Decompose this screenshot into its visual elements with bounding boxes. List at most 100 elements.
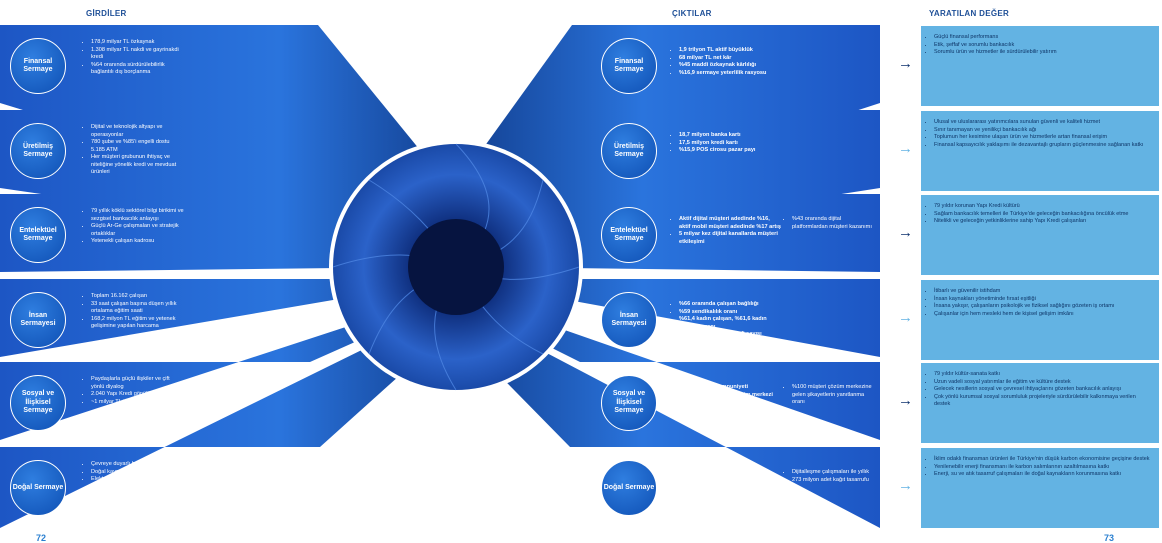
input-item: İklim risklerinin kredi risklerine enteg… — [91, 499, 184, 514]
input-capital-badge: Doğal Sermaye — [10, 460, 66, 516]
output-capital-badge: Üretilmiş Sermaye — [601, 123, 657, 179]
outputs-header: ÇIKTILAR — [672, 9, 712, 18]
value-item: Finansal kapsayıcılık yaklaşımı ile deza… — [934, 142, 1153, 150]
output-capital-badge: İnsan Sermayesi — [601, 292, 657, 348]
input-item: 168,2 milyon TL eğitim ve yetenek gelişi… — [91, 316, 184, 331]
value-item: Nitelikli ve geleceğin yetkinliklerine s… — [934, 218, 1153, 226]
output-item: %43 oranında dijital platformlardan müşt… — [792, 216, 875, 231]
value-item: İtibarlı ve güvenilir istihdam — [934, 288, 1153, 296]
input-capital-badge: Entelektüel Sermaye — [10, 207, 66, 263]
value-items: Güçlü finansal performansEtik, şeffaf ve… — [927, 34, 1153, 57]
input-list: Dijital ve teknolojik altyapı ve operasy… — [84, 124, 184, 177]
value-item: Gelecek nesillerin sosyal ve çevresel ih… — [934, 386, 1153, 394]
output-items-secondary: Dijitalleşme çalışmaları ile yıllık 273 … — [785, 469, 875, 484]
output-item: 1,9 trilyon TL aktif büyüklük — [679, 47, 787, 55]
output-items: 1,9 trilyon TL aktif büyüklük68 milyar T… — [672, 47, 787, 77]
output-list: 18,7 milyon banka kartı17,5 milyon kredi… — [672, 132, 787, 155]
capital-row: Sosyal ve İlişkisel Sermaye Paydaşlarla g… — [0, 362, 1162, 444]
value-items: İklim odaklı finansman ürünleri ile Türk… — [927, 456, 1153, 479]
value-item: Sorumlu ürün ve hizmetler ile sürdürüleb… — [934, 49, 1153, 57]
output-list: %85 müşteri memnuniyeti108 milyon müşter… — [672, 384, 782, 407]
input-capital-badge: Üretilmiş Sermaye — [10, 123, 66, 179]
value-items: Ulusal ve uluslararası yatırımcılara sun… — [927, 119, 1153, 149]
value-header: YARATILAN DEĞER — [929, 9, 1010, 18]
output-capital-badge: Sosyal ve İlişkisel Sermaye — [601, 375, 657, 431]
output-item: 18,7 milyon banka kartı — [679, 132, 787, 140]
page-number-left: 72 — [36, 533, 47, 543]
iris-center — [408, 219, 504, 315]
capital-row: Entelektüel Sermaye 79 yıllık köklü sektö… — [0, 194, 1162, 276]
input-items: Çevreye duyarlı bankacılık anlayışıDoğal… — [84, 461, 184, 514]
input-item: Her müşteri grubunun ihtiyaç ve niteliği… — [91, 154, 184, 177]
value-item: Çalışanlar için hem mesleki hem de kişis… — [934, 311, 1153, 319]
value-item: Sağlam bankacılık temelleri ile Türkiye'… — [934, 211, 1153, 219]
value-items: 79 yıldır kültür-sanata katkıUzun vadeli… — [927, 371, 1153, 409]
output-items: 18,7 milyon banka kartı17,5 milyon kredi… — [672, 132, 787, 155]
input-list: 178,9 milyar TL özkaynak1.308 milyar TL … — [84, 39, 184, 77]
input-item: Yetenekli çalışan kadrosu — [91, 238, 184, 246]
input-item: Doğal kaynakların etkin kullanımı — [91, 469, 184, 477]
output-list-secondary: %43 oranında dijital platformlardan müşt… — [785, 216, 875, 231]
inputs-header: GİRDİLER — [86, 9, 127, 18]
input-items: 79 yıllık köklü sektörel bilgi birikimi … — [84, 208, 184, 246]
input-items: 178,9 milyar TL özkaynak1.308 milyar TL … — [84, 39, 184, 77]
input-item: 79 yıllık köklü sektörel bilgi birikimi … — [91, 208, 184, 223]
input-list: Çevreye duyarlı bankacılık anlayışıDoğal… — [84, 461, 184, 514]
output-capital-badge: Finansal Sermaye — [601, 38, 657, 94]
input-item: Elektrik ihtiyacının %100'ünün yenileneb… — [91, 476, 184, 499]
input-capital-badge: İnsan Sermayesi — [10, 292, 66, 348]
value-item: Enerji, su ve atık tasarruf çalışmaları … — [934, 471, 1153, 479]
input-item: %64 oranında sürdürülebilirlik bağlantıl… — [91, 62, 184, 77]
output-item: %100 müşteri çözüm merkezine gelen şikay… — [792, 384, 875, 407]
input-list: Toplam 16.162 çalışan33 saat çalışan baş… — [84, 293, 184, 331]
input-item: Toplam 16.162 çalışan — [91, 293, 184, 301]
value-box: 79 yıldır kültür-sanata katkıUzun vadeli… — [921, 363, 1159, 443]
output-item: 2.940 banka içi yıllık terfi sayısı — [679, 331, 787, 339]
output-item: Aktif dijital müşteri adedinde %16, akti… — [679, 216, 782, 231]
output-list: Aktif dijital müşteri adedinde %16, akti… — [672, 216, 782, 246]
value-item: Toplumun her kesimine ulaşan ürün ve hiz… — [934, 134, 1153, 142]
output-list: %66 oranında çalışan bağlılığı%59 sendik… — [672, 301, 787, 339]
value-items: 79 yıldır korunan Yapı Kredi kültürüSağl… — [927, 203, 1153, 226]
input-items: Dijital ve teknolojik altyapı ve operasy… — [84, 124, 184, 177]
input-item: 2.040 Yapı Kredi gönüllüsü — [91, 391, 184, 399]
value-box: Güçlü finansal performansEtik, şeffaf ve… — [921, 26, 1159, 106]
output-item: 17,5 milyon kredi kartı — [679, 140, 787, 148]
output-item: 5 milyar kez dijital kanallarda müşteri … — [679, 231, 782, 246]
arrow-icon: → — [898, 55, 913, 72]
input-items: Toplam 16.162 çalışan33 saat çalışan baş… — [84, 293, 184, 331]
input-item: 178,9 milyar TL özkaynak — [91, 39, 184, 47]
output-capital-badge: Entelektüel Sermaye — [601, 207, 657, 263]
output-item: %59 sendikalılık oranı — [679, 309, 787, 317]
input-item: ~1 milyar TL toplumsal yatırım — [91, 399, 184, 407]
value-box: 79 yıldır korunan Yapı Kredi kültürüSağl… — [921, 195, 1159, 275]
output-item: 1,7 milyon ton CO₂e yenilenebilir enerji… — [679, 477, 782, 500]
input-item: Paydaşlarla güçlü ilişkiler ve çift yönl… — [91, 376, 184, 391]
output-list: 1,9 trilyon TL aktif büyüklük68 milyar T… — [672, 47, 787, 77]
arrow-icon: → — [898, 309, 913, 326]
value-item: Sınır tanımayan ve yenilikçi bankacılık … — [934, 127, 1153, 135]
value-item: 79 yıldır korunan Yapı Kredi kültürü — [934, 203, 1153, 211]
output-items: 1.880 GJ yıllık enerji tasarrufu1,7 mily… — [672, 469, 782, 499]
input-item: Dijital ve teknolojik altyapı ve operasy… — [91, 124, 184, 139]
input-capital-badge: Sosyal ve İlişkisel Sermaye — [10, 375, 66, 431]
value-item: Güçlü finansal performans — [934, 34, 1153, 42]
input-item: Çevreye duyarlı bankacılık anlayışı — [91, 461, 184, 469]
page-number-right: 73 — [1104, 533, 1115, 543]
value-item: Uzun vadeli sosyal yatırımlar ile eğitim… — [934, 379, 1153, 387]
output-items: %66 oranında çalışan bağlılığı%59 sendik… — [672, 301, 787, 339]
output-item: %16,9 sermaye yeterlilik rasyosu — [679, 70, 787, 78]
value-items: İtibarlı ve güvenilir istihdamİnsan kayn… — [927, 288, 1153, 318]
capital-row: Finansal Sermaye 178,9 milyar TL özkaynak… — [0, 25, 1162, 107]
capital-row: Doğal Sermaye Çevreye duyarlı bankacılık … — [0, 447, 1162, 529]
value-item: Çok yönlü kurumsal sosyal sorumluluk pro… — [934, 394, 1153, 409]
value-box: Ulusal ve uluslararası yatırımcılara sun… — [921, 111, 1159, 191]
output-item: 108 milyon müşteri iletişim merkezi yıll… — [679, 392, 782, 407]
output-item: 1.880 GJ yıllık enerji tasarrufu — [679, 469, 782, 477]
capital-row: İnsan Sermayesi Toplam 16.162 çalışan33 s… — [0, 279, 1162, 361]
output-items: Aktif dijital müşteri adedinde %16, akti… — [672, 216, 782, 246]
output-list-secondary: Dijitalleşme çalışmaları ile yıllık 273 … — [785, 469, 875, 484]
input-item: Güçlü Ar-Ge çalışmaları ve stratejik ort… — [91, 223, 184, 238]
value-box: İtibarlı ve güvenilir istihdamİnsan kayn… — [921, 280, 1159, 360]
output-item: %85 müşteri memnuniyeti — [679, 384, 782, 392]
